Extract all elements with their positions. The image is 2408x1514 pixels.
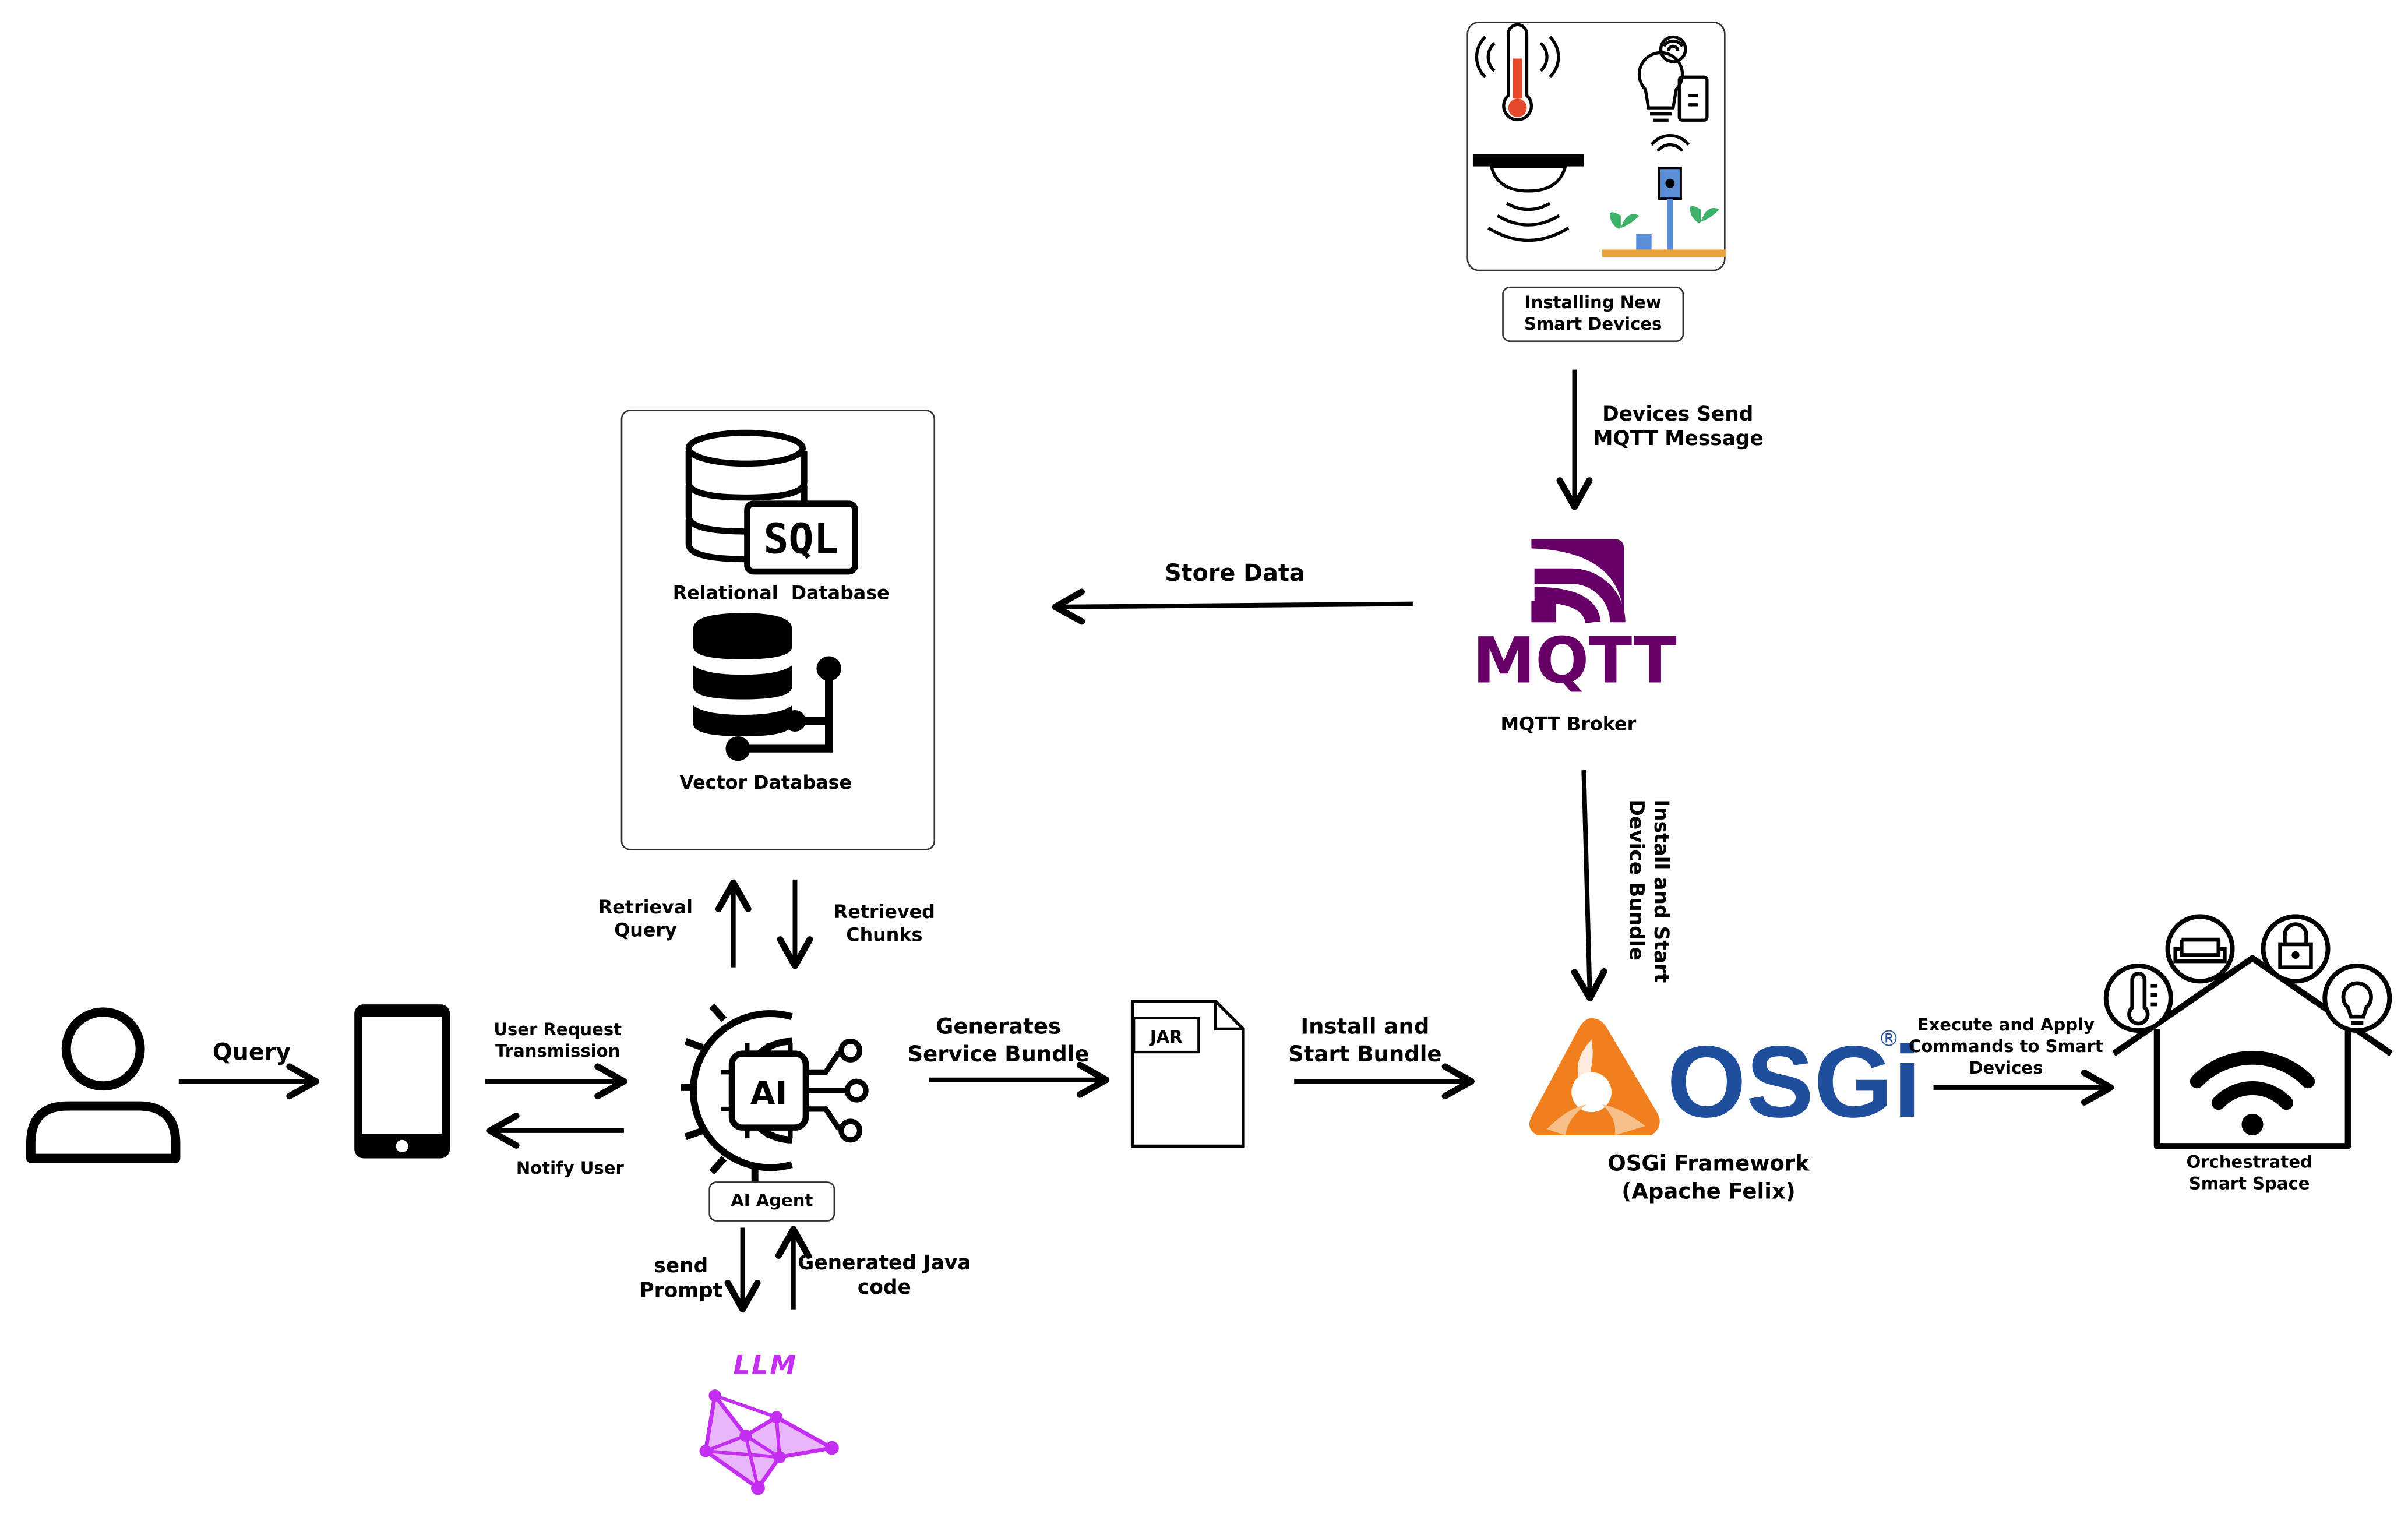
generated-java-label: Generated Java code <box>798 1252 971 1301</box>
user-icon <box>26 1007 181 1163</box>
jar-file-icon: JAR <box>1130 1000 1245 1148</box>
smartphone-icon <box>354 1004 450 1159</box>
store-data-label: Store Data <box>1165 559 1305 587</box>
retrieved-chunks-label: Retrieved Chunks <box>833 901 935 946</box>
retrieval-query-label: Retrieval Query <box>598 896 693 941</box>
osgi-logo-text: OSGi <box>1667 1025 1921 1138</box>
bulb-mini-icon <box>2341 981 2373 1025</box>
lock-icon <box>2278 922 2313 969</box>
vector-database-label: Vector Database <box>679 771 852 793</box>
smart-bulb-icon <box>1637 35 1709 122</box>
arrow-mqtt-to-db <box>1052 588 1413 625</box>
send-prompt-label: send Prompt <box>639 1255 723 1304</box>
sql-badge-text: SQL <box>764 514 839 563</box>
osgi-logo-icon: OSGi ® <box>1529 1018 1922 1138</box>
ai-agent-label: AI Agent <box>708 1181 835 1222</box>
relational-database-label: Relational Database <box>672 582 890 604</box>
sql-database-icon: SQL <box>685 429 858 575</box>
thermometer-icon <box>1475 23 1560 122</box>
mqtt-broker-label: MQTT Broker <box>1500 713 1637 735</box>
arrow-mqtt-to-osgi <box>1571 770 1607 1002</box>
install-start-bundle-label: Install and Start Bundle <box>1288 1015 1442 1067</box>
couch-icon <box>2173 937 2227 964</box>
motion-sensor-icon <box>1472 154 1584 242</box>
generates-service-bundle-label: Generates Service Bundle <box>907 1015 1090 1067</box>
smart-home-icon <box>2103 914 2393 1149</box>
orchestrated-space-label: Orchestrated Smart Space <box>2186 1152 2312 1194</box>
mqtt-logo-icon: MQTT <box>1472 539 1677 697</box>
osgi-triangle-mark <box>1529 1018 1660 1135</box>
mqtt-logo-text: MQTT <box>1472 623 1676 697</box>
query-label: Query <box>212 1038 291 1066</box>
transmission-label: User Request Transmission <box>493 1019 622 1061</box>
llm-network-icon <box>699 1389 839 1495</box>
vector-database-icon <box>693 613 841 761</box>
install-device-bundle-label: Install and Start Device Bundle <box>1623 799 1672 983</box>
smart-devices-icons <box>1472 23 1726 257</box>
osgi-framework-label: OSGi Framework (Apache Felix) <box>1607 1152 1810 1204</box>
ai-chip-text: AI <box>750 1075 788 1113</box>
execute-commands-label: Execute and Apply Commands to Smart Devi… <box>1908 1015 2103 1078</box>
installing-devices-label: Installing New Smart Devices <box>1502 286 1684 343</box>
ai-agent-gear-icon: AI <box>681 1003 869 1183</box>
soil-sensor-icon <box>1602 134 1726 257</box>
jar-tag-text: JAR <box>1149 1027 1183 1047</box>
thermometer-mini-icon <box>2127 971 2157 1026</box>
devices-send-mqtt-label: Devices Send MQTT Message <box>1593 403 1764 452</box>
notify-user-label: Notify User <box>516 1158 624 1178</box>
llm-label: LLM <box>733 1351 798 1382</box>
registered-mark: ® <box>1878 1026 1899 1051</box>
